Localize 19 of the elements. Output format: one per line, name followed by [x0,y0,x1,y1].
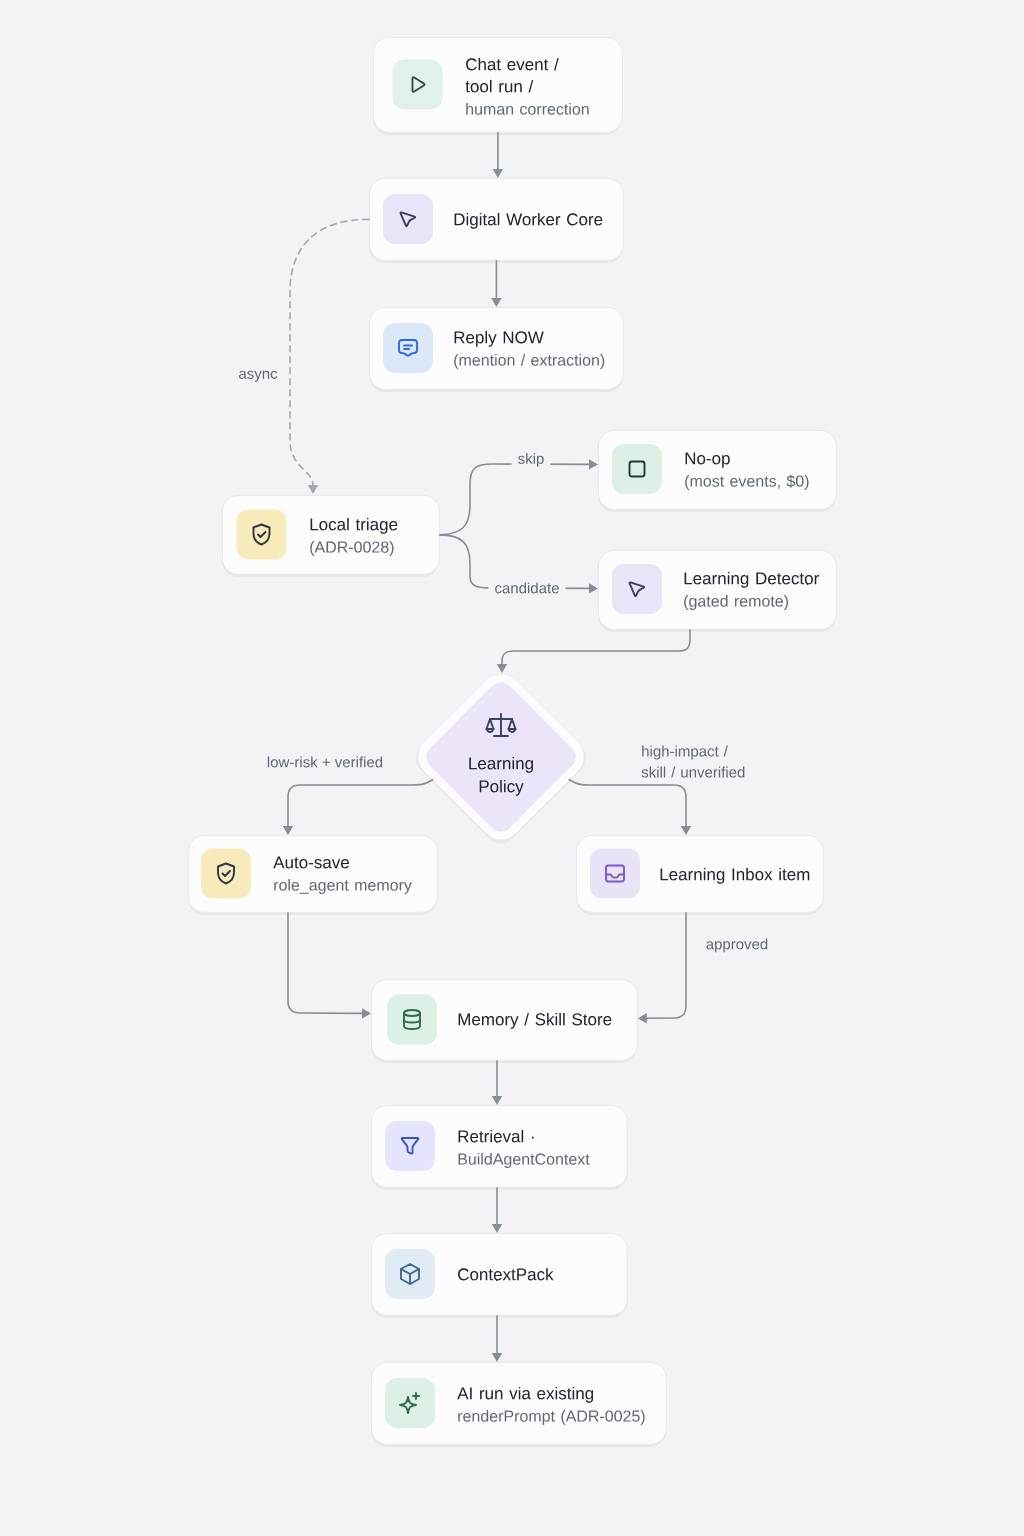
process-box: Memory / Skill Store [371,979,638,1063]
process-box: AI run via existing renderPrompt (ADR-0025) [371,1362,667,1447]
edge-label: candidate [488,580,566,599]
edge-label: high-impact / skill / unverified [641,741,750,784]
process-box: Digital Worker Core [369,178,624,263]
process-box: Local triage (ADR-0028) [222,495,440,577]
process-box: ContextPack [371,1233,628,1318]
process-box: Retrieval · BuildAgentContext [371,1105,628,1190]
process-box: Learning Detector (gated remote) [598,550,837,632]
arrow [491,260,502,307]
edge-label: low-risk + verified [260,754,390,773]
process-box: Chat event / tool run / human correction [373,37,623,135]
dashed-arrow [289,218,370,494]
process-box: Auto-save role_agent memory [188,835,438,915]
arrow [568,778,692,835]
edge-label: approved [699,936,775,955]
process-box: Learning Inbox item [576,835,824,915]
process-box: No-op (most events, $0) [598,430,837,512]
process-box: Reply NOW (mention / extraction) [369,307,624,392]
